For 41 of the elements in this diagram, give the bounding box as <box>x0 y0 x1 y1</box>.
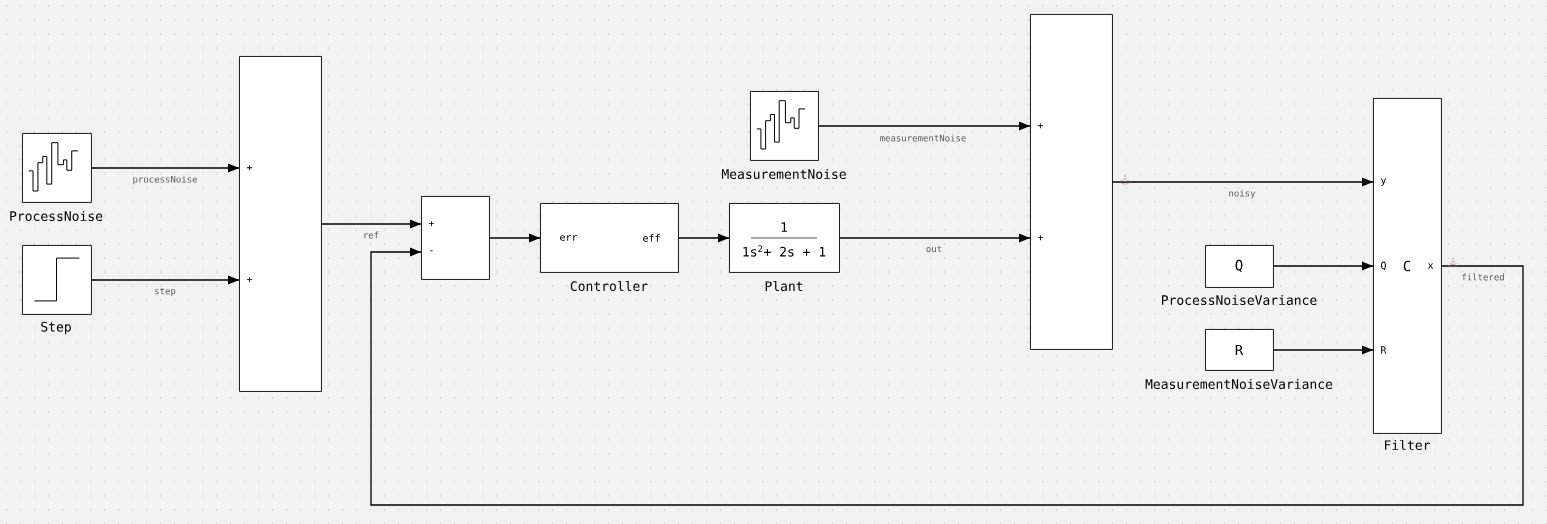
block-caption: Controller <box>570 280 648 292</box>
block-caption: MeasurementNoise <box>721 168 846 180</box>
node-label: y <box>1380 178 1387 186</box>
node-label: Q <box>1381 261 1386 271</box>
block-caption: ProcessNoiseVariance <box>1162 294 1317 306</box>
sum-block: + - <box>421 196 490 280</box>
arrow <box>1273 345 1374 355</box>
edge-label: processNoise <box>131 174 199 186</box>
arrow <box>839 233 1031 243</box>
constant-block: Q <box>1205 245 1274 288</box>
node-label: C <box>1403 260 1411 272</box>
node-label: eff <box>643 234 660 242</box>
node-label: err <box>560 235 578 241</box>
edge-label: measurementNoise <box>878 133 968 143</box>
arrow <box>678 233 730 243</box>
arrow <box>91 275 240 285</box>
edge-label: filtered <box>1460 272 1506 282</box>
edge-label: step <box>153 286 177 298</box>
arrow <box>321 219 422 229</box>
constant-block: R <box>1205 329 1274 371</box>
edge-label: ref <box>361 230 381 240</box>
transfer-function-block: 1 1s$^{2}$+ 2s + 1 <box>729 203 840 273</box>
sum-block: + + <box>239 56 322 392</box>
arrow <box>91 163 240 173</box>
block-caption: Filter <box>1385 439 1430 451</box>
edge-label: noisy <box>1227 188 1257 200</box>
sum-block: + + <box>1030 14 1113 350</box>
block-caption: ProcessNoise <box>10 210 103 222</box>
filter-block: y Q C x R <box>1373 98 1442 434</box>
edge-label: out <box>924 244 944 254</box>
block-caption: MeasurementNoiseVariance <box>1145 378 1333 390</box>
node-label: R <box>1381 346 1387 354</box>
arrow <box>489 233 541 243</box>
arrow <box>370 247 1524 506</box>
node-label: x <box>1427 263 1434 269</box>
block-caption: Step <box>41 321 71 335</box>
controller-block: err eff <box>540 203 679 273</box>
block-caption: Plant <box>765 280 803 292</box>
arrow <box>1273 261 1374 271</box>
arrow <box>818 121 1031 131</box>
arrow <box>1112 177 1374 187</box>
